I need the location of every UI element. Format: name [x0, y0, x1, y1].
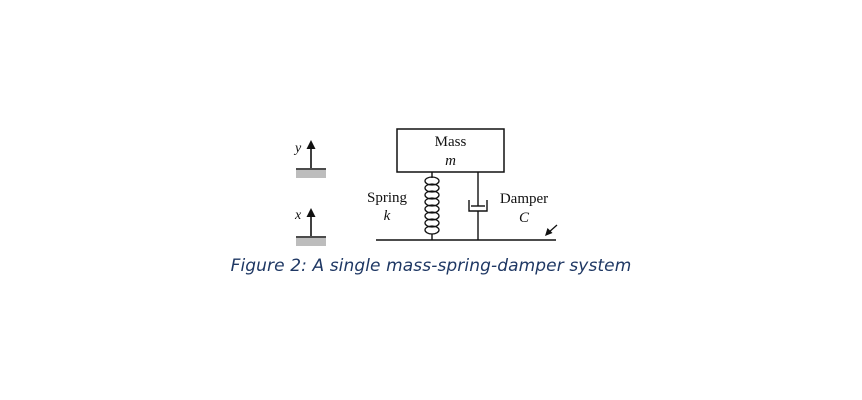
damper-symbol: C [519, 210, 530, 226]
spring-label: Spring [367, 190, 408, 206]
x-displacement-indicator: x [294, 208, 326, 246]
spring-symbol: k [384, 208, 391, 224]
excitation-arrow-head [545, 228, 553, 236]
y-label: y [293, 141, 302, 156]
spring: Spring k [367, 172, 440, 240]
y-arrow-head [306, 140, 316, 149]
mass-symbol: m [445, 153, 456, 169]
y-ground-hatch [296, 170, 326, 178]
base-excitation-arrow [545, 224, 558, 236]
mass-box [396, 128, 505, 173]
mass-label: Mass [435, 134, 467, 150]
x-ground-hatch [296, 238, 326, 246]
y-displacement-indicator: y [293, 140, 326, 178]
figure-caption: Figure 2: A single mass-spring-damper sy… [230, 256, 632, 276]
x-arrow-head [306, 208, 316, 217]
x-label: x [294, 208, 302, 223]
damper-label: Damper [500, 191, 548, 207]
damper [468, 172, 488, 240]
spring-coil [424, 176, 440, 235]
mass-block: Mass m [396, 128, 505, 173]
